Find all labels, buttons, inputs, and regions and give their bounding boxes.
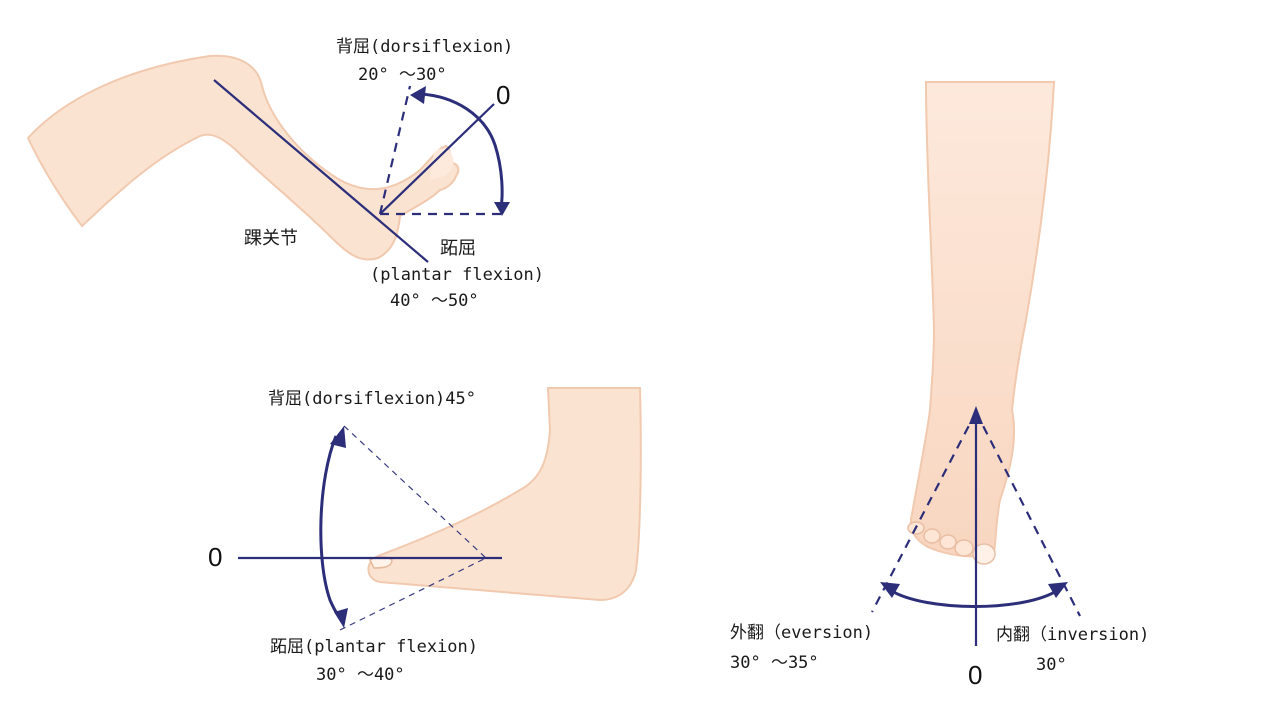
plantar-range: 40° ～50° — [390, 291, 479, 311]
ankle-joint-label: 踝关节 — [244, 228, 298, 249]
zero-label-top: 0 — [496, 80, 510, 110]
rotation-arc — [419, 92, 504, 209]
dorsiflexion-label: 背屈(dorsiflexion) — [336, 37, 513, 57]
dorsiflexion-45-label: 背屈(dorsiflexion)45° — [268, 389, 476, 409]
foot-neutral-axis-line — [379, 103, 495, 215]
eversion-dashed-line — [871, 411, 977, 613]
zero-label-bottom: 0 — [208, 542, 222, 572]
panel-right-frontal: 外翻（eversion) 30° ～35° 内翻（inversion) 30° … — [730, 81, 1149, 690]
arrowhead-up-bottom — [330, 426, 346, 448]
shin-axis-line — [213, 79, 429, 263]
panel-top-left-sagittal: 背屈(dorsiflexion) 20° ～30° 0 踝关节 跖屈 (plan… — [26, 37, 544, 311]
arc-arrowhead-right — [1048, 582, 1068, 598]
panel-bottom-left-sagittal: 背屈(dorsiflexion)45° 0 跖屈(plantar flexion… — [208, 387, 642, 685]
foot-side-illustration — [367, 387, 642, 602]
inversion-dashed-line — [975, 411, 1081, 617]
plantar-label-en: (plantar flexion) — [370, 265, 544, 285]
arc-arrowhead-down — [494, 202, 510, 216]
dorsiflexion-range: 20° ～30° — [358, 65, 447, 85]
toes-illustration — [430, 148, 454, 180]
plantar-label-bottom: 跖屈(plantar flexion) — [270, 637, 478, 657]
leg-front-illustration — [909, 81, 1056, 558]
eversion-inversion-arc — [889, 588, 1059, 608]
plantar-dashed-line — [339, 557, 487, 631]
eversion-label: 外翻（eversion) — [730, 623, 873, 643]
rotation-arc-bottom — [319, 435, 344, 623]
plantar-label-cn: 跖屈 — [440, 238, 476, 259]
arc-arrowhead-left — [880, 582, 900, 598]
plantar-range-bottom: 30° ～40° — [316, 665, 405, 685]
inversion-range: 30° — [1036, 655, 1067, 675]
zero-label-right: 0 — [968, 660, 982, 690]
eversion-range: 30° ～35° — [730, 653, 819, 673]
arc-arrowhead-up — [410, 86, 426, 104]
toes-front — [907, 521, 996, 565]
dorsiflexion-limit-dashed-line — [378, 85, 412, 215]
leg-side-illustration — [26, 54, 460, 261]
inversion-label: 内翻（inversion) — [996, 625, 1149, 645]
arrowhead-down-bottom — [334, 608, 348, 628]
